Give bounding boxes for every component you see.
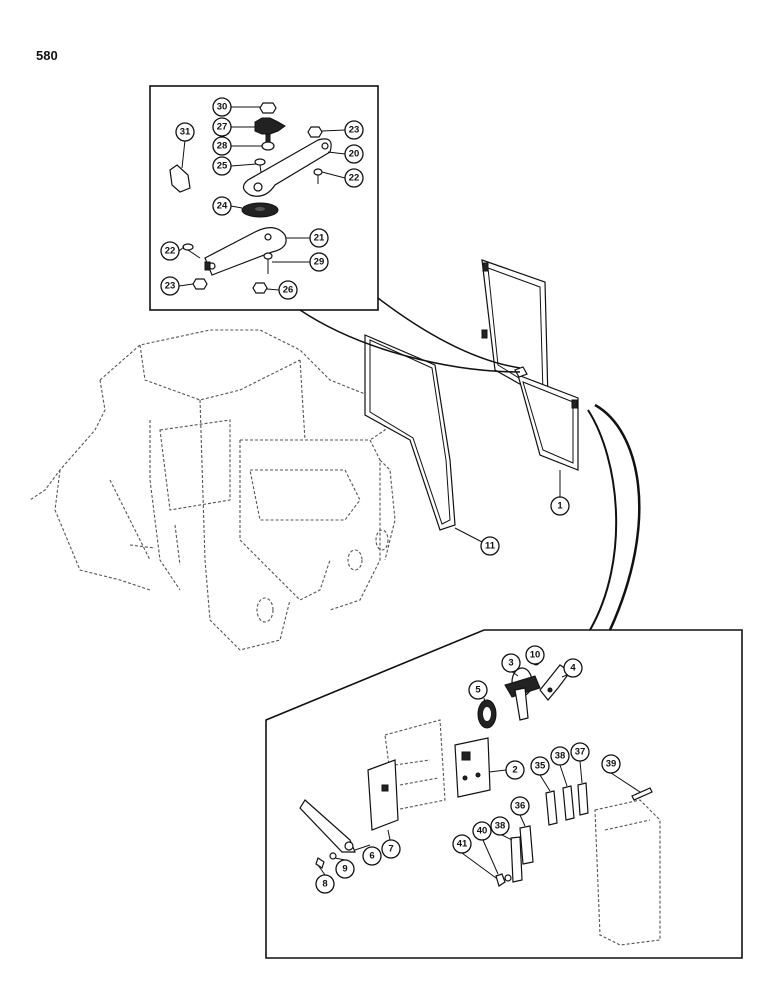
hinge-parts [169,102,332,294]
callout-28: 28 [212,136,232,156]
latch-leader-curve-outer [594,403,641,631]
callout-23-lower: 23 [160,276,180,296]
callout-22-lower: 22 [160,241,180,261]
svg-text:22: 22 [349,173,360,184]
svg-text:4: 4 [570,663,576,674]
callout-7: 7 [381,839,401,859]
callout-1: 1 [550,496,570,516]
svg-text:9: 9 [342,864,347,875]
svg-text:7: 7 [388,844,393,855]
callout-6: 6 [362,846,382,866]
svg-text:11: 11 [485,541,496,552]
callout-30: 30 [212,97,232,117]
svg-text:38: 38 [495,821,506,832]
callout-20: 20 [344,144,364,164]
svg-text:30: 30 [217,102,228,113]
callout-40: 40 [472,821,492,841]
callout-36: 36 [510,796,530,816]
callout-37: 37 [570,742,590,762]
callout-11: 11 [480,536,500,556]
inset-leader-upper [377,297,521,369]
callout-10: 10 [525,645,545,665]
svg-text:23: 23 [349,125,360,136]
callout-29: 29 [309,252,329,272]
svg-text:21: 21 [314,233,325,244]
hinge-leaders [178,106,346,291]
callout-27: 27 [212,117,232,137]
svg-text:10: 10 [530,650,541,661]
callout-39: 39 [601,754,621,774]
svg-text:27: 27 [217,122,228,133]
svg-text:25: 25 [217,161,228,172]
page-number: 580 [36,48,58,63]
svg-text:23: 23 [165,281,176,292]
callout-5: 5 [468,680,488,700]
svg-text:22: 22 [165,246,176,257]
svg-text:1: 1 [557,501,563,512]
inset-leader-lower [299,309,521,373]
latch-leader-curve-inner [587,409,618,631]
callout-31: 31 [175,122,195,142]
svg-text:2: 2 [512,765,517,776]
svg-text:26: 26 [283,285,294,296]
svg-text:35: 35 [535,761,546,772]
svg-text:29: 29 [314,257,325,268]
svg-text:20: 20 [349,149,360,160]
svg-text:37: 37 [575,747,586,758]
callout-2: 2 [505,760,525,780]
svg-text:41: 41 [457,839,468,850]
glass-panel [364,334,456,531]
latch-inset-box [265,629,743,959]
svg-text:39: 39 [606,759,617,770]
callout-26: 26 [278,280,298,300]
callout-3: 3 [501,653,521,673]
callout-23-upper: 23 [344,120,364,140]
svg-text:40: 40 [477,826,488,837]
svg-text:24: 24 [217,201,228,212]
callout-25: 25 [212,156,232,176]
svg-text:8: 8 [322,879,327,890]
callout-24: 24 [212,196,232,216]
callout-38-upper: 38 [550,746,570,766]
svg-text:31: 31 [180,127,191,138]
callout-35: 35 [530,756,550,776]
latch-parts [299,658,661,946]
callout-9: 9 [335,859,355,879]
svg-text:3: 3 [508,658,513,669]
cab-outline [29,329,396,651]
svg-text:38: 38 [555,751,566,762]
callout-8: 8 [315,874,335,894]
callout-22-upper: 22 [344,168,364,188]
svg-text:36: 36 [515,801,526,812]
svg-text:28: 28 [217,141,228,152]
callout-41: 41 [452,834,472,854]
callout-38-lower: 38 [490,816,510,836]
glass-panel-inner [369,339,451,525]
callout-4: 4 [563,658,583,678]
door-assembly [481,259,579,471]
svg-text:6: 6 [369,851,374,862]
svg-text:5: 5 [475,685,481,696]
callout-21: 21 [309,228,329,248]
